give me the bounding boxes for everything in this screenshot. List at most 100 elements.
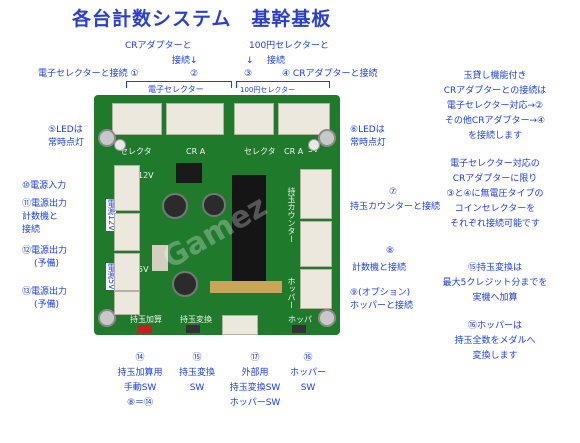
label-arrow-3: ↓	[246, 56, 254, 66]
connector-8	[300, 221, 332, 267]
note3-line2: 最大5クレジット分までを	[442, 278, 548, 288]
label-counter-8: 計数機と接続	[352, 263, 407, 273]
switch-15[interactable]	[186, 325, 200, 333]
led-5	[114, 139, 126, 151]
silk-hoppa: ホッパ	[288, 315, 312, 324]
label-selector100-line2: 接続	[267, 56, 286, 66]
mount-hole-top-left	[98, 129, 116, 147]
label-num-3: ③	[244, 69, 253, 79]
label-power12-line2: (予備)	[34, 259, 60, 269]
note2-line1: 電子セレクター対応の	[450, 159, 540, 169]
label-b14-line3: ⑧＝⑭	[126, 398, 154, 408]
note1-line2: CRアダプターとの接続は	[443, 86, 547, 96]
label-hopper9-line1: ⑨(オプション)	[350, 288, 411, 298]
label-counter: 持玉カウンターと接続	[350, 202, 441, 212]
connector-2	[166, 103, 224, 135]
note4-line3: 変換します	[472, 351, 518, 361]
label-b16-line1: ホッパー	[289, 368, 326, 378]
label-led-5-line1: ⑤LEDは	[48, 125, 83, 135]
note2-line3: ③と④に無電圧タイプの	[446, 189, 544, 199]
label-num-8: ⑧	[386, 246, 395, 256]
led-6	[308, 139, 320, 151]
resistor-array	[152, 245, 168, 271]
silk-cr-right: CR A	[284, 147, 304, 156]
label-num-7: ⑦	[389, 187, 398, 197]
note3-line1: ⑮持玉変換は	[467, 263, 522, 273]
silk-5v: 5V	[138, 265, 149, 274]
note1-line4: その他CRアダプター→④	[444, 116, 546, 126]
note1-line5: を接続します	[467, 131, 522, 141]
silk-counter: 持玉カウンター	[287, 187, 296, 243]
bracket-elec-selector	[126, 81, 232, 88]
circuit-board: 電子セレクター 100円セレクター セレクタ CR A セレクタ CR A 12…	[94, 85, 340, 335]
silk-selector-left: セレクタ	[120, 147, 152, 156]
label-b14-line1: 持玉加算用	[117, 368, 163, 378]
note2-line4: コインセレクターを	[454, 204, 536, 214]
note1-line1: 玉貸し機能付き	[463, 71, 527, 81]
label-hopper9-line2: ホッパーと接続	[350, 301, 414, 311]
silk-mochidama: 持玉加算	[130, 315, 162, 324]
note4-line2: 持玉全数をメダルへ	[454, 336, 536, 346]
connector-13	[114, 291, 140, 315]
label-b17-line2: 持玉変換SW	[229, 383, 281, 393]
label-cr-adapter-4: ④ CRアダプターと接続	[282, 69, 378, 79]
label-num-2: ②	[190, 69, 199, 79]
connector-1	[112, 103, 162, 135]
label-b14-line2: 手動SW	[123, 383, 157, 393]
connector-11	[114, 213, 140, 251]
capacitor-3	[172, 271, 198, 297]
label-power13-line1: ⑬電源出力	[22, 287, 68, 297]
label-power12-line1: ⑫電源出力	[22, 246, 68, 256]
label-cr-adapter-line1: CRアダプターと	[125, 41, 192, 51]
label-b15-line1: 持玉変換	[178, 368, 215, 378]
regulator-chip	[176, 163, 202, 183]
mount-hole-top-right	[318, 129, 336, 147]
capacitor-1	[162, 193, 188, 219]
connector-12	[114, 253, 140, 291]
note1-line3: 電子セレクター対応→②	[446, 101, 544, 111]
label-b17-line1: 外部用	[241, 368, 269, 378]
connector-4	[278, 103, 330, 135]
silk-12v: 12V	[138, 171, 154, 180]
note3-line3: 実機へ加算	[472, 293, 518, 303]
bracket-selector100	[236, 81, 330, 88]
mount-hole-bottom-right	[318, 309, 336, 327]
label-power11-line3: 接続	[22, 225, 41, 235]
label-b15-line2: SW	[189, 383, 205, 393]
capacitor-2	[202, 193, 226, 217]
board-label-elec-selector: 電子セレクター	[146, 85, 206, 95]
label-power-in: ⑩電源入力	[22, 181, 67, 191]
label-led-5-line2: 常時点灯	[48, 138, 85, 148]
label-num-17: ⑰	[250, 353, 260, 363]
label-num-15: ⑮	[192, 353, 202, 363]
connector-10	[114, 165, 140, 211]
connector-17	[222, 315, 258, 335]
note4-line1: ⑯ホッパーは	[467, 321, 522, 331]
label-cr-adapter-line2: 接続↓	[172, 56, 198, 66]
silk-cr-left: CR A	[186, 147, 206, 156]
label-selector100-line1: 100円セレクターと	[249, 41, 329, 51]
connector-7	[300, 169, 332, 219]
label-b17-line3: ホッパーSW	[229, 398, 281, 408]
label-power13-line2: (予備)	[34, 300, 60, 310]
label-num-14: ⑭	[135, 353, 145, 363]
connector-9	[300, 269, 332, 309]
page-title: 各台計数システム 基幹基板	[72, 8, 332, 30]
silk-power-12v: 電源12V	[106, 199, 116, 231]
switch-14[interactable]	[138, 325, 152, 333]
label-num-16: ⑯	[303, 353, 313, 363]
label-led-6-line1: ⑥LEDは	[350, 125, 385, 135]
note2-line2: CRアダプターに限り	[452, 174, 538, 184]
ic-chip	[232, 175, 266, 283]
silk-mochihenkan: 持玉変換	[180, 315, 212, 324]
mount-hole-bottom-left	[98, 309, 116, 327]
connector-3	[234, 103, 274, 135]
note2-line5: それぞれ接続可能です	[449, 219, 540, 229]
label-elec-selector: 電子セレクターと接続 ①	[38, 69, 139, 79]
silk-selector-right: セレクタ	[244, 147, 276, 156]
pin-header	[210, 281, 282, 293]
label-led-6-line2: 常時点灯	[350, 138, 387, 148]
label-power11-line1: ⑪電源出力	[22, 199, 68, 209]
board-label-selector100: 100円セレクター	[238, 85, 298, 95]
switch-16[interactable]	[292, 325, 306, 333]
